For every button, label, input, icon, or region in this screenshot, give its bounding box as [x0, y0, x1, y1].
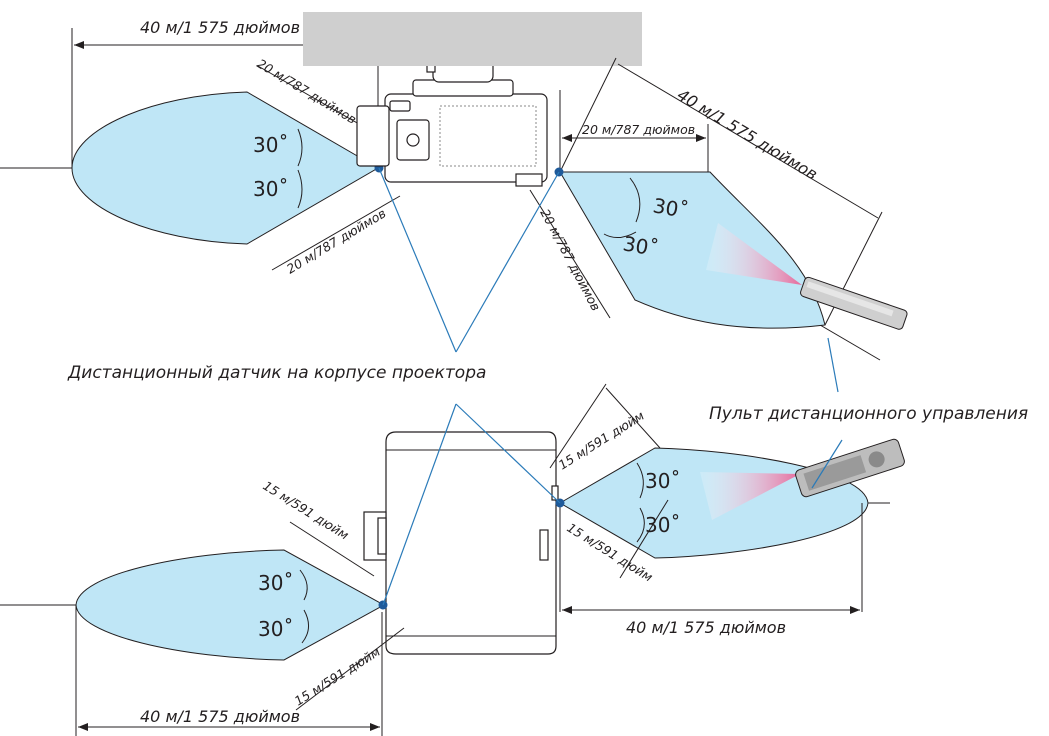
top-right-horizontal-distance-label: 20 м/787 дюймов: [582, 122, 695, 137]
top-left-range-label: 40 м/1 575 дюймов: [140, 18, 300, 37]
angle-label-1: 30˚: [253, 133, 288, 157]
bottom-left-cone: [75, 549, 386, 661]
bottom-right-reception-zone: [549, 383, 905, 614]
sensor-caption: Дистанционный датчик на корпусе проектор…: [67, 363, 486, 383]
top-projector-illustration: [356, 59, 548, 187]
angle-label-6: 30˚: [645, 513, 680, 537]
angle-label-7: 30˚: [258, 571, 293, 595]
bottom-left-reception-zone: [0, 521, 405, 736]
bottom-left-lower-distance-label: 15 м/591 дюйм: [292, 644, 383, 709]
angle-label-5: 30˚: [645, 469, 680, 493]
sensor-pointer-lines: [378, 167, 843, 606]
bottom-left-range-label: 40 м/1 575 дюймов: [140, 707, 300, 726]
top-right-range-label: 40 м/1 575 дюймов: [674, 85, 821, 184]
redaction-box: [303, 12, 642, 66]
top-right-reception-zone: [529, 57, 908, 361]
angle-label-8: 30˚: [258, 617, 293, 641]
remote-caption: Пульт дистанционного управления: [709, 404, 1028, 424]
angle-label-2: 30˚: [253, 177, 288, 201]
top-left-reception-zone: [0, 28, 401, 271]
bottom-projector-illustration: [363, 431, 559, 655]
bottom-right-range-label: 40 м/1 575 дюймов: [626, 618, 786, 637]
top-left-lower-distance-label: 20 м/787 дюймов: [284, 205, 389, 276]
